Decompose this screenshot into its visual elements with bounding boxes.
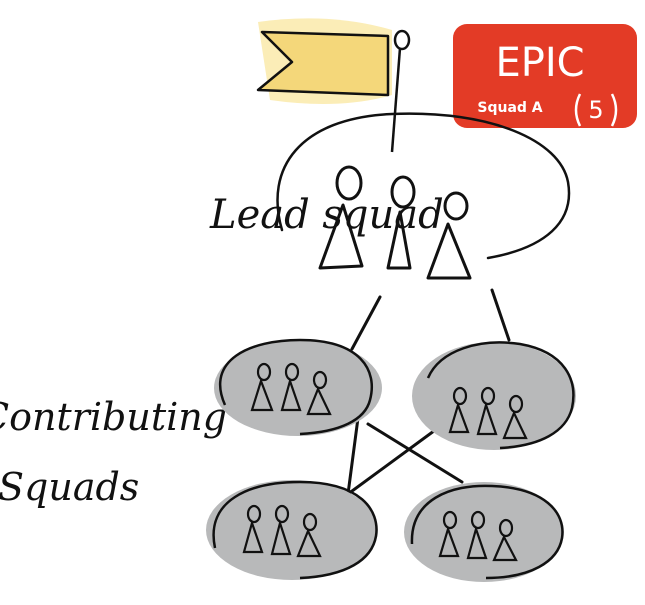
epic-badge: EPIC Squad A 5	[453, 24, 637, 128]
person-icon	[386, 175, 416, 270]
epic-badge-background	[453, 24, 637, 128]
squad-connectors	[346, 288, 511, 496]
connector-line	[350, 295, 382, 351]
connector-line	[346, 426, 440, 496]
epic-subtitle: Squad A	[477, 100, 542, 116]
person-icon	[426, 191, 472, 280]
person-icon	[318, 165, 364, 270]
epic-count-paren-right	[610, 93, 618, 127]
flag-cloth	[256, 30, 390, 97]
squad-group-icon	[214, 338, 382, 436]
flag-icon	[256, 18, 411, 153]
squad-group-icon	[404, 482, 564, 582]
flag-knob	[393, 29, 411, 51]
epic-count: 5	[588, 96, 603, 124]
lead-squad-label: Lead squad	[209, 192, 444, 238]
squad-group-icon	[412, 341, 576, 450]
epic-title: EPIC	[495, 40, 584, 86]
connector-line	[346, 416, 360, 496]
flag-pole	[390, 47, 402, 153]
connector-line	[366, 422, 464, 484]
squad-group-icon	[206, 480, 378, 580]
contributing-label-line2: Squads	[0, 465, 139, 509]
epic-count-paren-left	[574, 93, 582, 127]
connector-line	[490, 288, 511, 342]
contributing-label-line1: Contributing	[0, 395, 227, 439]
lead-squad-people	[318, 165, 472, 280]
lead-squad-outline	[276, 112, 571, 260]
contributing-squads	[206, 338, 576, 582]
